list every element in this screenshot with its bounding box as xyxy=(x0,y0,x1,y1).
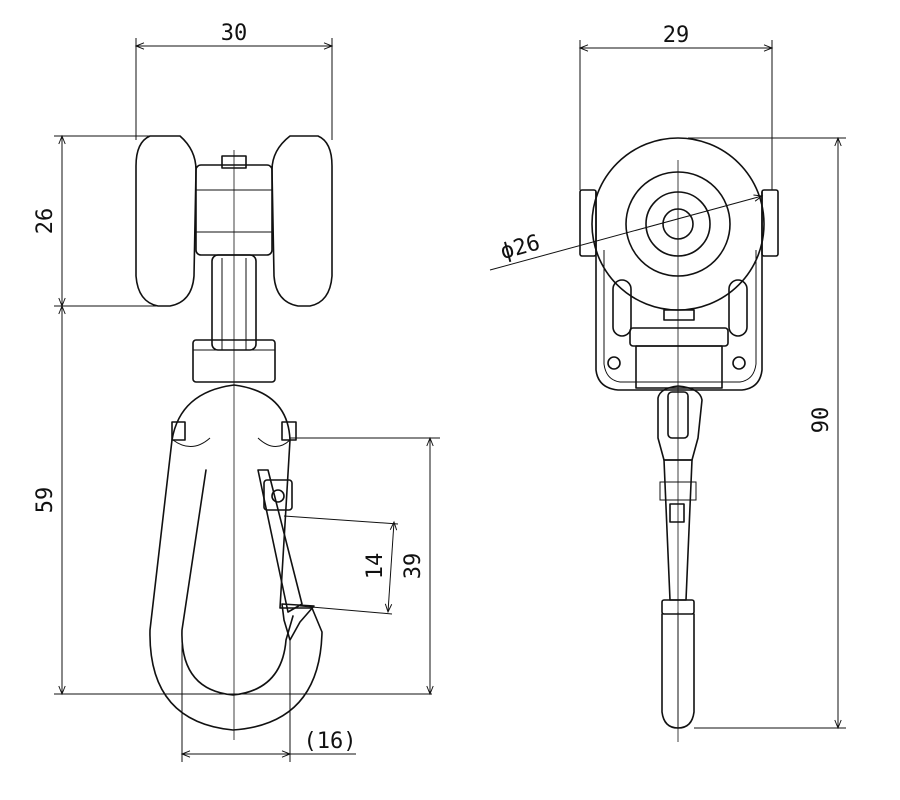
dim-label-29: 29 xyxy=(663,23,690,48)
dim-label-26: 26 xyxy=(33,208,58,235)
dimension-width-30: 30 xyxy=(134,21,334,140)
right-wheel xyxy=(271,135,333,307)
bracket-tab-left xyxy=(579,189,597,257)
spring-gate xyxy=(257,469,303,613)
dim-label-16: (16) xyxy=(304,729,357,754)
dimension-hook-opening-16: (16) xyxy=(180,640,357,762)
dimension-gate-span-14: 14 xyxy=(283,515,399,615)
swivel-block xyxy=(629,327,729,347)
carabiner-hook xyxy=(149,384,323,731)
front-view: 29 90 ϕ26 xyxy=(489,23,846,742)
bracket-tab-right xyxy=(761,189,779,257)
gate-latch xyxy=(281,603,315,641)
dim-label-30: 30 xyxy=(221,21,248,46)
gate-hinge xyxy=(263,479,293,511)
dimension-gate-length-39: 39 xyxy=(290,436,440,696)
left-wheel xyxy=(135,135,197,307)
slot-left xyxy=(612,279,632,337)
dimension-total-height-90: 90 xyxy=(688,136,846,730)
hook-nub-left xyxy=(171,421,186,441)
hook-nub-right xyxy=(281,421,297,441)
dim-label-39: 39 xyxy=(401,553,426,580)
dimension-width-29: 29 xyxy=(578,23,774,190)
dim-label-14: 14 xyxy=(363,553,388,580)
dim-label-phi26: ϕ26 xyxy=(498,231,543,265)
dimension-diameter-26: ϕ26 xyxy=(489,194,764,271)
swivel-eye xyxy=(657,385,703,461)
side-view: 30 26 59 39 14 xyxy=(33,21,440,762)
gate-pin xyxy=(271,489,285,503)
dim-label-59: 59 xyxy=(33,487,58,514)
screw-hole-right xyxy=(732,356,746,370)
screw-hole-left xyxy=(607,356,621,370)
slot-right xyxy=(728,279,748,337)
bracket-plate xyxy=(595,191,763,391)
dim-label-90: 90 xyxy=(809,407,834,434)
dimension-hook-length-59: 59 xyxy=(33,304,432,696)
carabiner-hook-inner xyxy=(181,469,294,696)
dimension-wheel-height-26: 26 xyxy=(33,134,160,308)
